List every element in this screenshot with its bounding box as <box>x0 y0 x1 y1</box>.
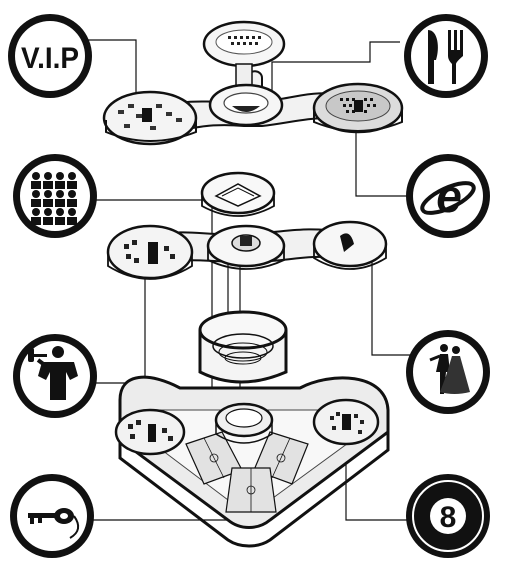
restaurant-badge <box>404 14 488 98</box>
internet-explorer-icon: e <box>436 170 462 222</box>
vip-icon: V.I.P <box>21 42 79 75</box>
fitness-badge <box>13 334 97 418</box>
vip-badge: V.I.P <box>8 14 92 98</box>
billiards-badge: 8 <box>406 474 490 558</box>
top-floor <box>104 22 402 144</box>
restaurant-connector <box>272 42 400 92</box>
ground-floor <box>116 312 388 546</box>
dance-badge <box>406 330 490 414</box>
key-badge <box>10 474 94 558</box>
middle-floor <box>108 173 386 279</box>
audience-badge <box>13 154 97 238</box>
eight-ball-icon: 8 <box>440 501 457 534</box>
internet-badge: e <box>406 154 490 238</box>
